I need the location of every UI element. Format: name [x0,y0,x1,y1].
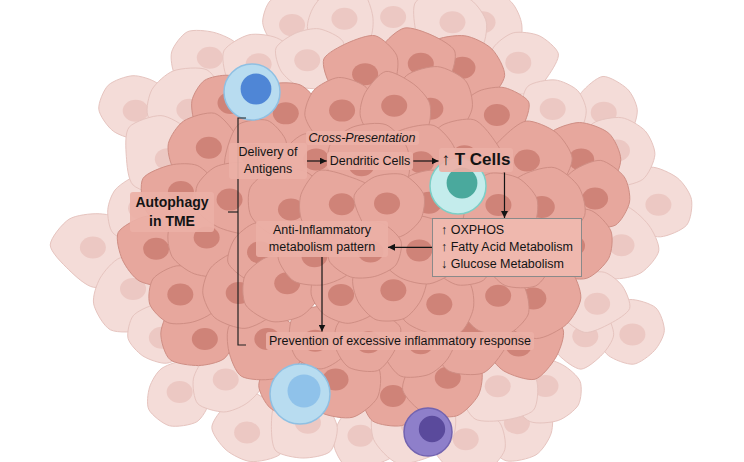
cell-nucleus [329,193,355,215]
cell-nucleus [582,187,608,209]
arrow-connector [504,172,505,218]
immune-cell [270,364,330,424]
cell-nucleus [406,239,432,261]
node-text: ↑ Fatty Acid Metabolism [441,239,573,256]
cell-nucleus [380,279,406,301]
arrow-connector [413,160,438,161]
node-text: Dendritic Cells [330,153,411,170]
cell-nucleus [485,375,511,397]
cell-nucleus [419,416,445,442]
cell-nucleus [381,95,407,117]
process-label: ↑ T Cells [439,148,514,173]
cell-nucleus [167,283,193,305]
cell-nucleus [196,137,222,159]
outcome-label: Prevention of excessive inflammatory res… [266,332,534,351]
cell-nucleus [294,49,320,71]
title-label: Autophagy in TME [130,192,214,232]
cell-nucleus [645,194,671,216]
cell-nucleus [288,375,321,408]
cell-nucleus [347,425,373,447]
cell-nucleus [374,192,400,214]
cell-nucleus [192,328,218,350]
cell-nucleus [241,74,272,105]
cell-nucleus [143,238,169,260]
cell-nucleus [439,11,465,33]
cell-nucleus [484,104,510,126]
macrophage [404,408,452,456]
cell-nucleus [167,381,193,403]
process-label: Delivery of Antigens [229,143,307,179]
cell-nucleus [505,52,531,74]
cell-nucleus [485,194,511,216]
arrow-connector [388,247,432,248]
cell-nucleus [331,8,357,30]
cell-nucleus [213,369,239,391]
cell-nucleus [197,47,223,69]
process-label: Anti-Inflammatory metabolism pattern [256,221,388,257]
cell-nucleus [584,293,610,315]
annotation-label: Cross-Presentation [306,131,419,145]
node-text: Anti-Inflammatory metabolism pattern [259,222,385,256]
cell-nucleus [514,149,540,171]
arrow-connector [321,257,322,332]
metabolism-box: ↑ OXPHOS↑ Fatty Acid Metabolism↓ Glucose… [432,218,582,277]
cell-nucleus [380,6,406,28]
cell-nucleus [485,285,511,307]
cell-nucleus [453,428,479,450]
node-text: Prevention of excessive inflammatory res… [269,333,531,350]
node-text: ↑ OXPHOS [441,222,573,239]
cell-nucleus [217,189,243,211]
cell-nucleus [426,293,452,315]
process-label: Dendritic Cells [327,152,414,171]
cell-nucleus [329,100,355,122]
immune-cell [224,64,280,120]
cell-nucleus [80,236,106,258]
node-text: Autophagy in TME [133,193,211,231]
cell-nucleus [328,284,354,306]
cell-nucleus [619,323,645,345]
cell-nucleus [540,98,566,120]
node-text: ↓ Glucose Metabolism [441,256,573,273]
node-text: Delivery of Antigens [232,144,304,178]
node-text: ↑ T Cells [442,149,511,172]
cell-nucleus [234,421,260,443]
arrow-connector [307,160,327,161]
cell-nucleus [447,168,478,199]
bracket-tick [228,211,238,212]
